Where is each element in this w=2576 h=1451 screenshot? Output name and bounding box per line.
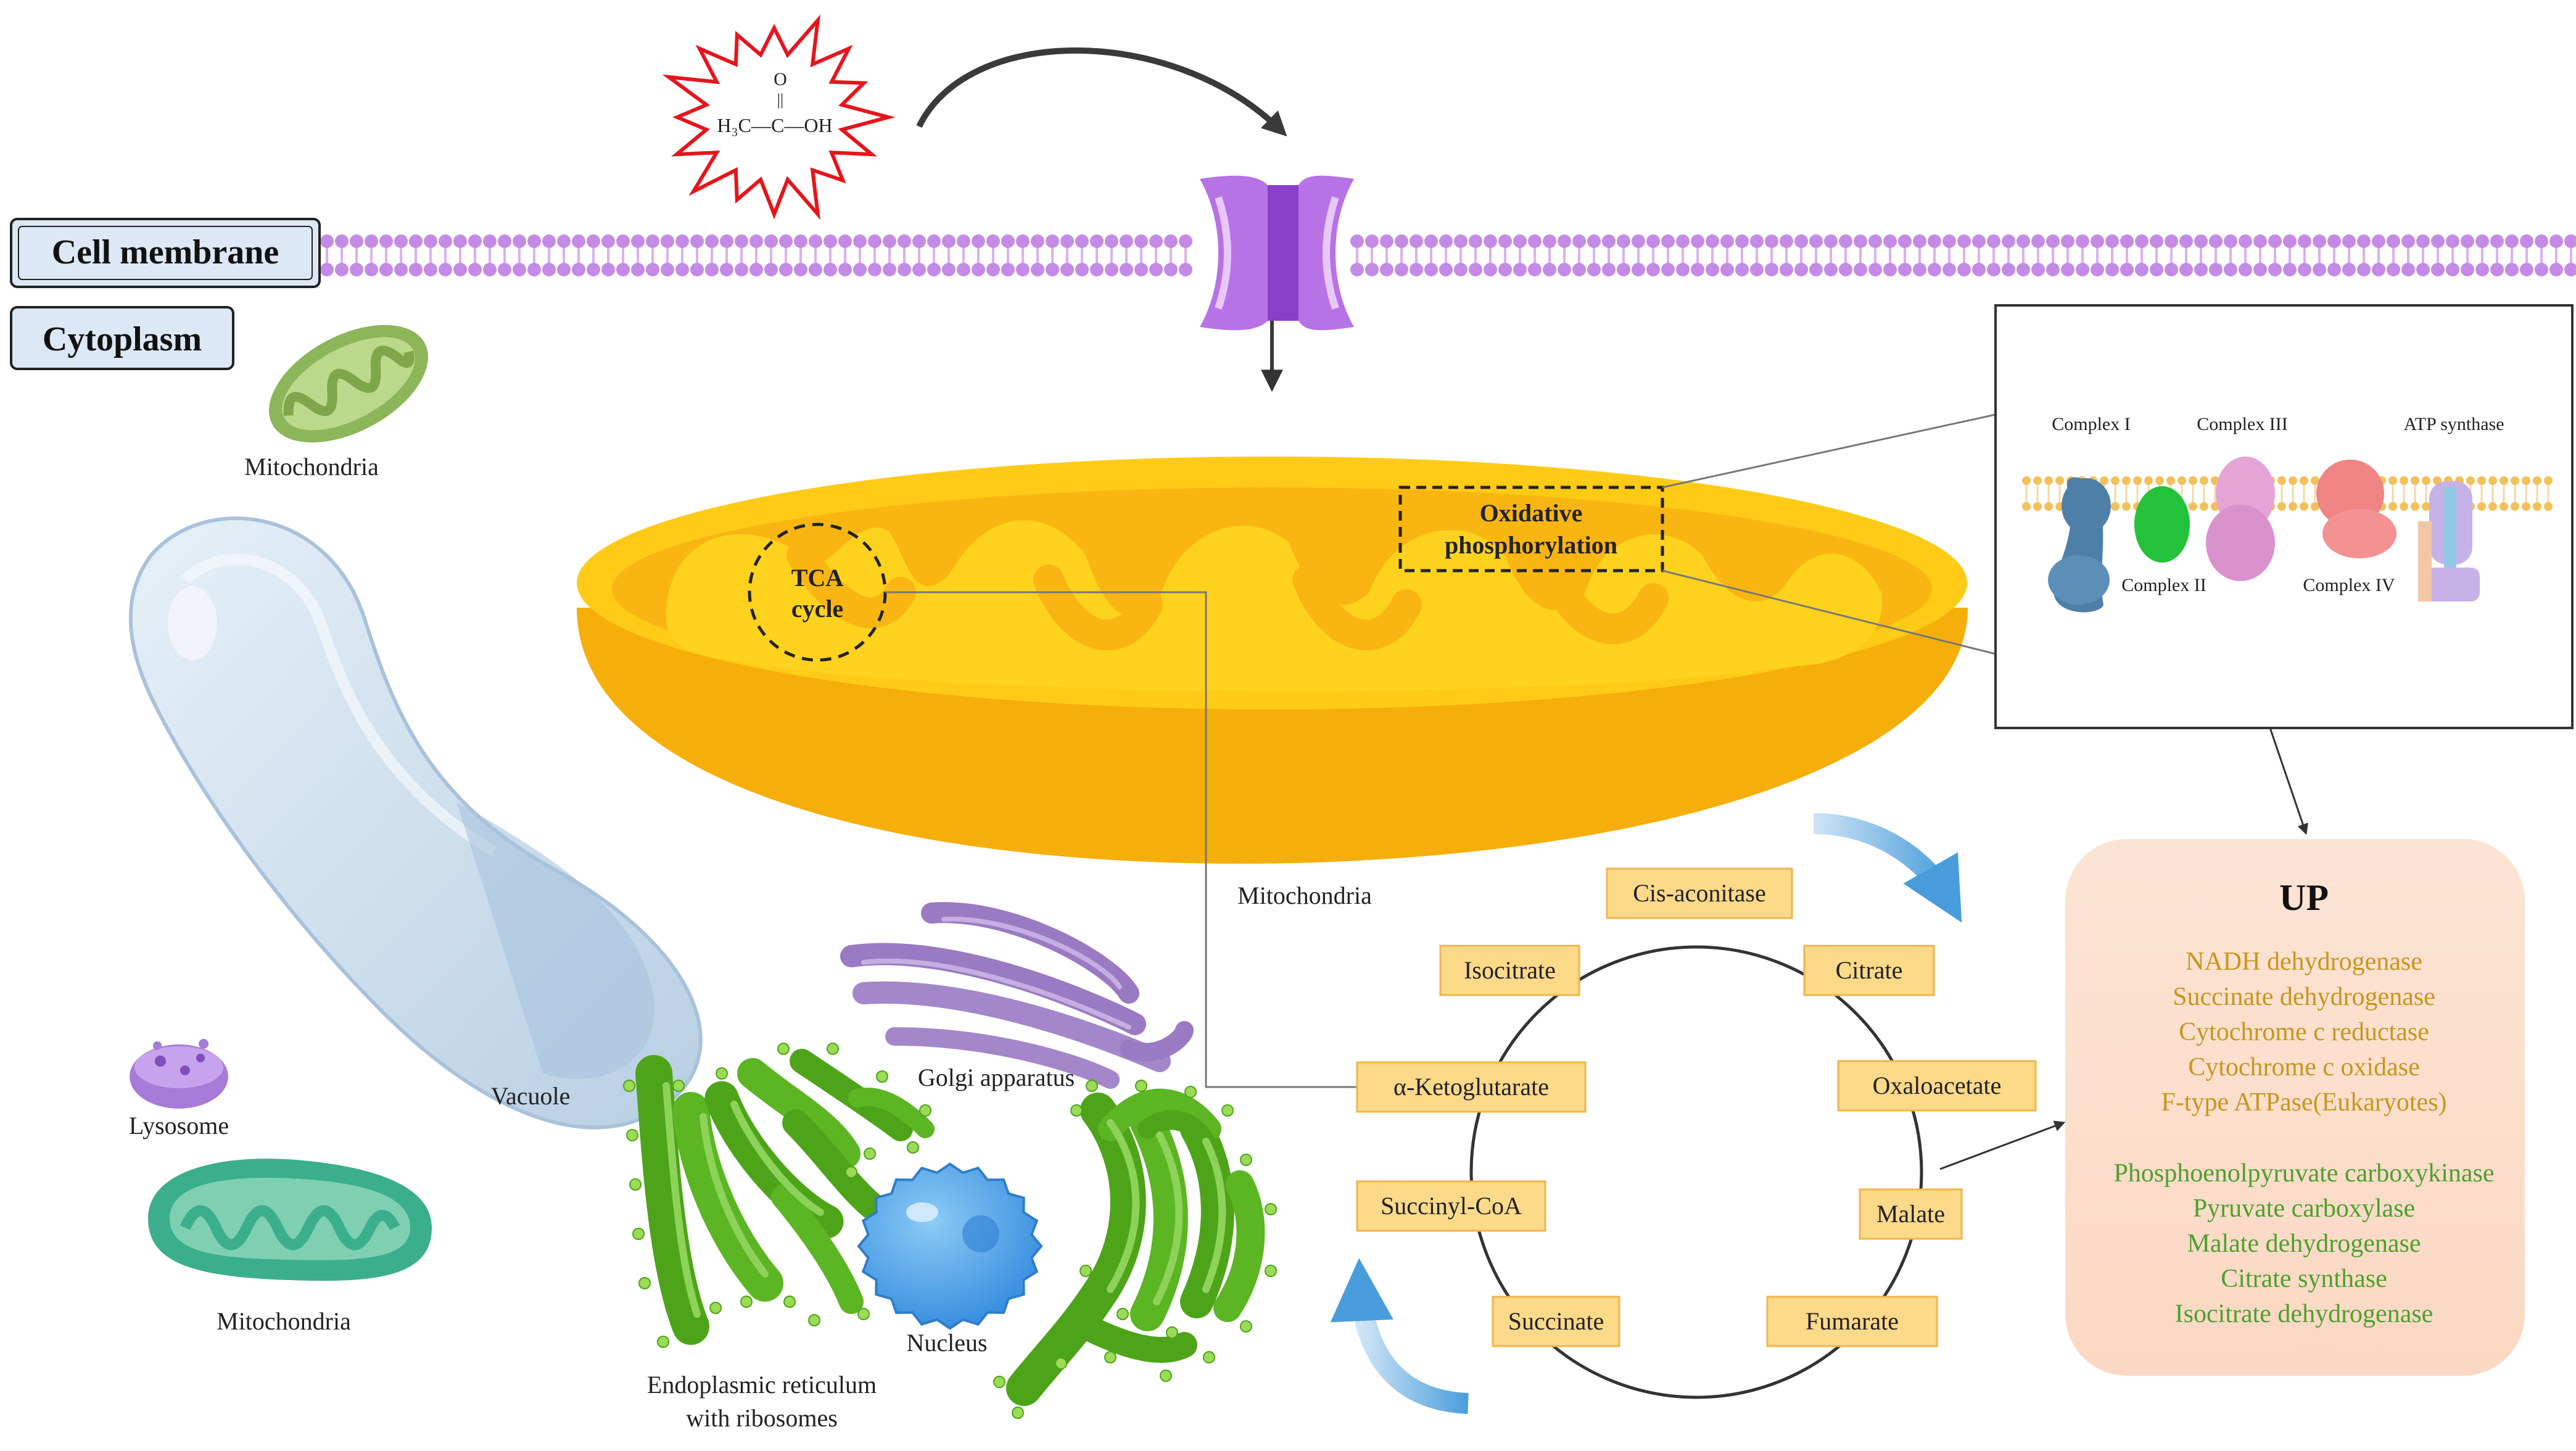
tca-node-label: Malate [1876, 1200, 1945, 1228]
tca-leader-line [885, 591, 1357, 1088]
complex-i-label: Complex I [2052, 414, 2131, 434]
lysosome [130, 1039, 228, 1109]
tca-node: Succinyl-CoA [1356, 1180, 1546, 1232]
complex-ii-label: Complex II [2121, 575, 2206, 595]
complex-iii-shape [2206, 457, 2275, 581]
inset-to-up-arrow [2269, 727, 2308, 835]
tca-node-label: Cis-aconitase [1633, 879, 1766, 907]
oxphos-enzyme: NADH dehydrogenase [2186, 948, 2422, 976]
molecule-oxygen: O [774, 69, 787, 89]
oxphos-enzyme: Cytochrome c oxidase [2188, 1053, 2420, 1081]
membrane-channel-protein [1200, 175, 1354, 331]
complex-iv-shape [2316, 460, 2396, 558]
er-label-line2: with ribosomes [686, 1404, 838, 1432]
uptake-curved-arrow [916, 47, 1287, 137]
tca-node: Citrate [1803, 945, 1935, 996]
complex-iv-label: Complex IV [2303, 575, 2395, 595]
er-left-ribosomes [623, 1043, 931, 1348]
tca-node-label: Succinate [1508, 1307, 1604, 1335]
golgi-apparatus [840, 902, 1194, 1089]
atp-synthase-label: ATP synthase [2403, 414, 2504, 434]
oxphos-label-line2: phosphorylation [1445, 531, 1617, 559]
complex-i-shape [2048, 477, 2111, 613]
tca-node: Cis-aconitase [1606, 867, 1793, 919]
mitochondria-bottom-left [148, 1159, 432, 1281]
tca-enzyme: Malate dehydrogenase [2187, 1230, 2421, 1258]
tca-enzyme: Phosphoenolpyruvate carboxykinase [2113, 1159, 2494, 1188]
tca-node-label: Fumarate [1806, 1307, 1899, 1335]
electron-transport-chain-inset: Complex I Complex III ATP synthase Compl… [1994, 304, 2574, 729]
mitochondria-bottom-left-label: Mitochondria [217, 1307, 351, 1335]
cytoplasm-label: Cytoplasm [43, 320, 202, 358]
tca-node: Isocitrate [1439, 945, 1580, 996]
er-label-line1: Endoplasmic reticulum [647, 1371, 877, 1399]
tca-enzyme: Citrate synthase [2221, 1265, 2387, 1293]
membrane-lipid-heads [320, 234, 2576, 276]
mitochondria-top-left [269, 325, 428, 443]
tca-cycle-nodes: Cis-aconitaseCitrateOxaloacetateMalateFu… [1356, 867, 2037, 1347]
vacuole [128, 516, 703, 1130]
starburst-shape [662, 14, 896, 220]
tca-enzyme: Isocitrate dehydrogenase [2175, 1300, 2434, 1328]
tca-node-label: α-Ketoglutarate [1393, 1073, 1549, 1101]
tca-label-line2: cycle [791, 595, 843, 622]
cell-membrane [320, 234, 2576, 276]
tca-enzyme: Pyruvate carboxylase [2193, 1194, 2415, 1223]
oxphos-enzyme: Succinate dehydrogenase [2173, 983, 2435, 1011]
oxphos-enzyme: Cytochrome c reductase [2179, 1018, 2429, 1046]
cell-membrane-label-box: Cell membrane [10, 218, 321, 288]
up-title: UP [2279, 877, 2329, 918]
cell-membrane-label: Cell membrane [52, 233, 279, 271]
tca-node-label: Citrate [1836, 956, 1903, 984]
molecule-double-bond: || [777, 91, 783, 109]
molecule-formula: H₃C—C—OH [717, 114, 832, 136]
main-mitochondrion [577, 457, 1968, 864]
oxidative-phosphorylation-marker: Oxidative phosphorylation [1398, 486, 1664, 573]
lysosome-label: Lysosome [129, 1112, 229, 1139]
acetic-acid-molecule: O || H₃C—C—OH [662, 14, 896, 220]
cycle-to-up-arrow [1939, 1120, 2066, 1170]
complex-ii-shape [2134, 486, 2190, 563]
tca-node-label: Succinyl-CoA [1381, 1192, 1522, 1220]
tca-cycle-ring [1469, 945, 1923, 1399]
nucleus-label: Nucleus [906, 1329, 987, 1357]
endoplasmic-reticulum-right [1006, 1088, 1265, 1406]
tca-node: α-Ketoglutarate [1356, 1061, 1587, 1113]
tca-label-line1: TCA [791, 564, 844, 592]
tca-node: Oxaloacetate [1837, 1060, 2037, 1112]
oxphos-enzyme: F-type ATPase(Eukaryotes) [2161, 1088, 2446, 1117]
cytoplasm-label-box: Cytoplasm [10, 306, 234, 370]
oxphos-label-line1: Oxidative [1480, 499, 1583, 527]
mitochondria-top-left-label: Mitochondria [244, 453, 379, 481]
endoplasmic-reticulum-left [635, 1049, 935, 1345]
tca-node-label: Isocitrate [1464, 956, 1556, 984]
cycle-direction-arrow-bottom [1330, 1258, 1469, 1414]
main-mitochondrion-label: Mitochondria [1237, 882, 1372, 909]
tca-node: Fumarate [1766, 1296, 1938, 1347]
inset-leader-top [1662, 413, 1996, 489]
tca-node: Malate [1859, 1188, 1963, 1240]
atp-synthase-shape [2418, 481, 2480, 601]
golgi-label: Golgi apparatus [918, 1064, 1075, 1091]
complex-iii-label: Complex III [2197, 414, 2287, 434]
tca-node: Succinate [1492, 1296, 1620, 1347]
nucleus [857, 1162, 1043, 1330]
tca-node-label: Oxaloacetate [1873, 1072, 2002, 1099]
cycle-direction-arrow-top [1813, 813, 1962, 923]
er-right-ribosomes [993, 1080, 1277, 1419]
inset-leader-bottom [1662, 569, 1996, 655]
vacuole-label: Vacuole [491, 1082, 571, 1110]
